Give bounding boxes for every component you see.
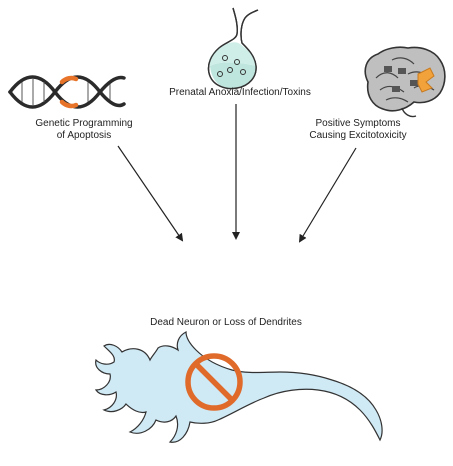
cause-right-label-line1: Positive Symptoms <box>315 118 400 129</box>
cause-center-label: Prenatal Anoxia/Infection/Toxins <box>169 87 311 98</box>
outcome-label: Dead Neuron or Loss of Dendrites <box>150 317 302 328</box>
neuron-with-prohibition-sign-icon <box>94 331 383 443</box>
flask-icon <box>207 7 259 90</box>
brain-highlight-region <box>417 67 435 93</box>
arrow-left-to-outcome <box>117 145 184 242</box>
prohibition-slash <box>193 361 235 403</box>
brain-icon <box>364 46 446 118</box>
prohibition-circle <box>185 353 243 411</box>
dna-double-helix-icon <box>8 75 126 109</box>
dna-highlight-segment <box>59 75 79 85</box>
cause-left-label-line1: Genetic Programming <box>35 118 132 129</box>
arrow-right-to-outcome <box>298 147 357 243</box>
cause-left-label-line2: of Apoptosis <box>57 130 111 141</box>
cause-right-label-line2: Causing Excitotoxicity <box>309 130 406 141</box>
